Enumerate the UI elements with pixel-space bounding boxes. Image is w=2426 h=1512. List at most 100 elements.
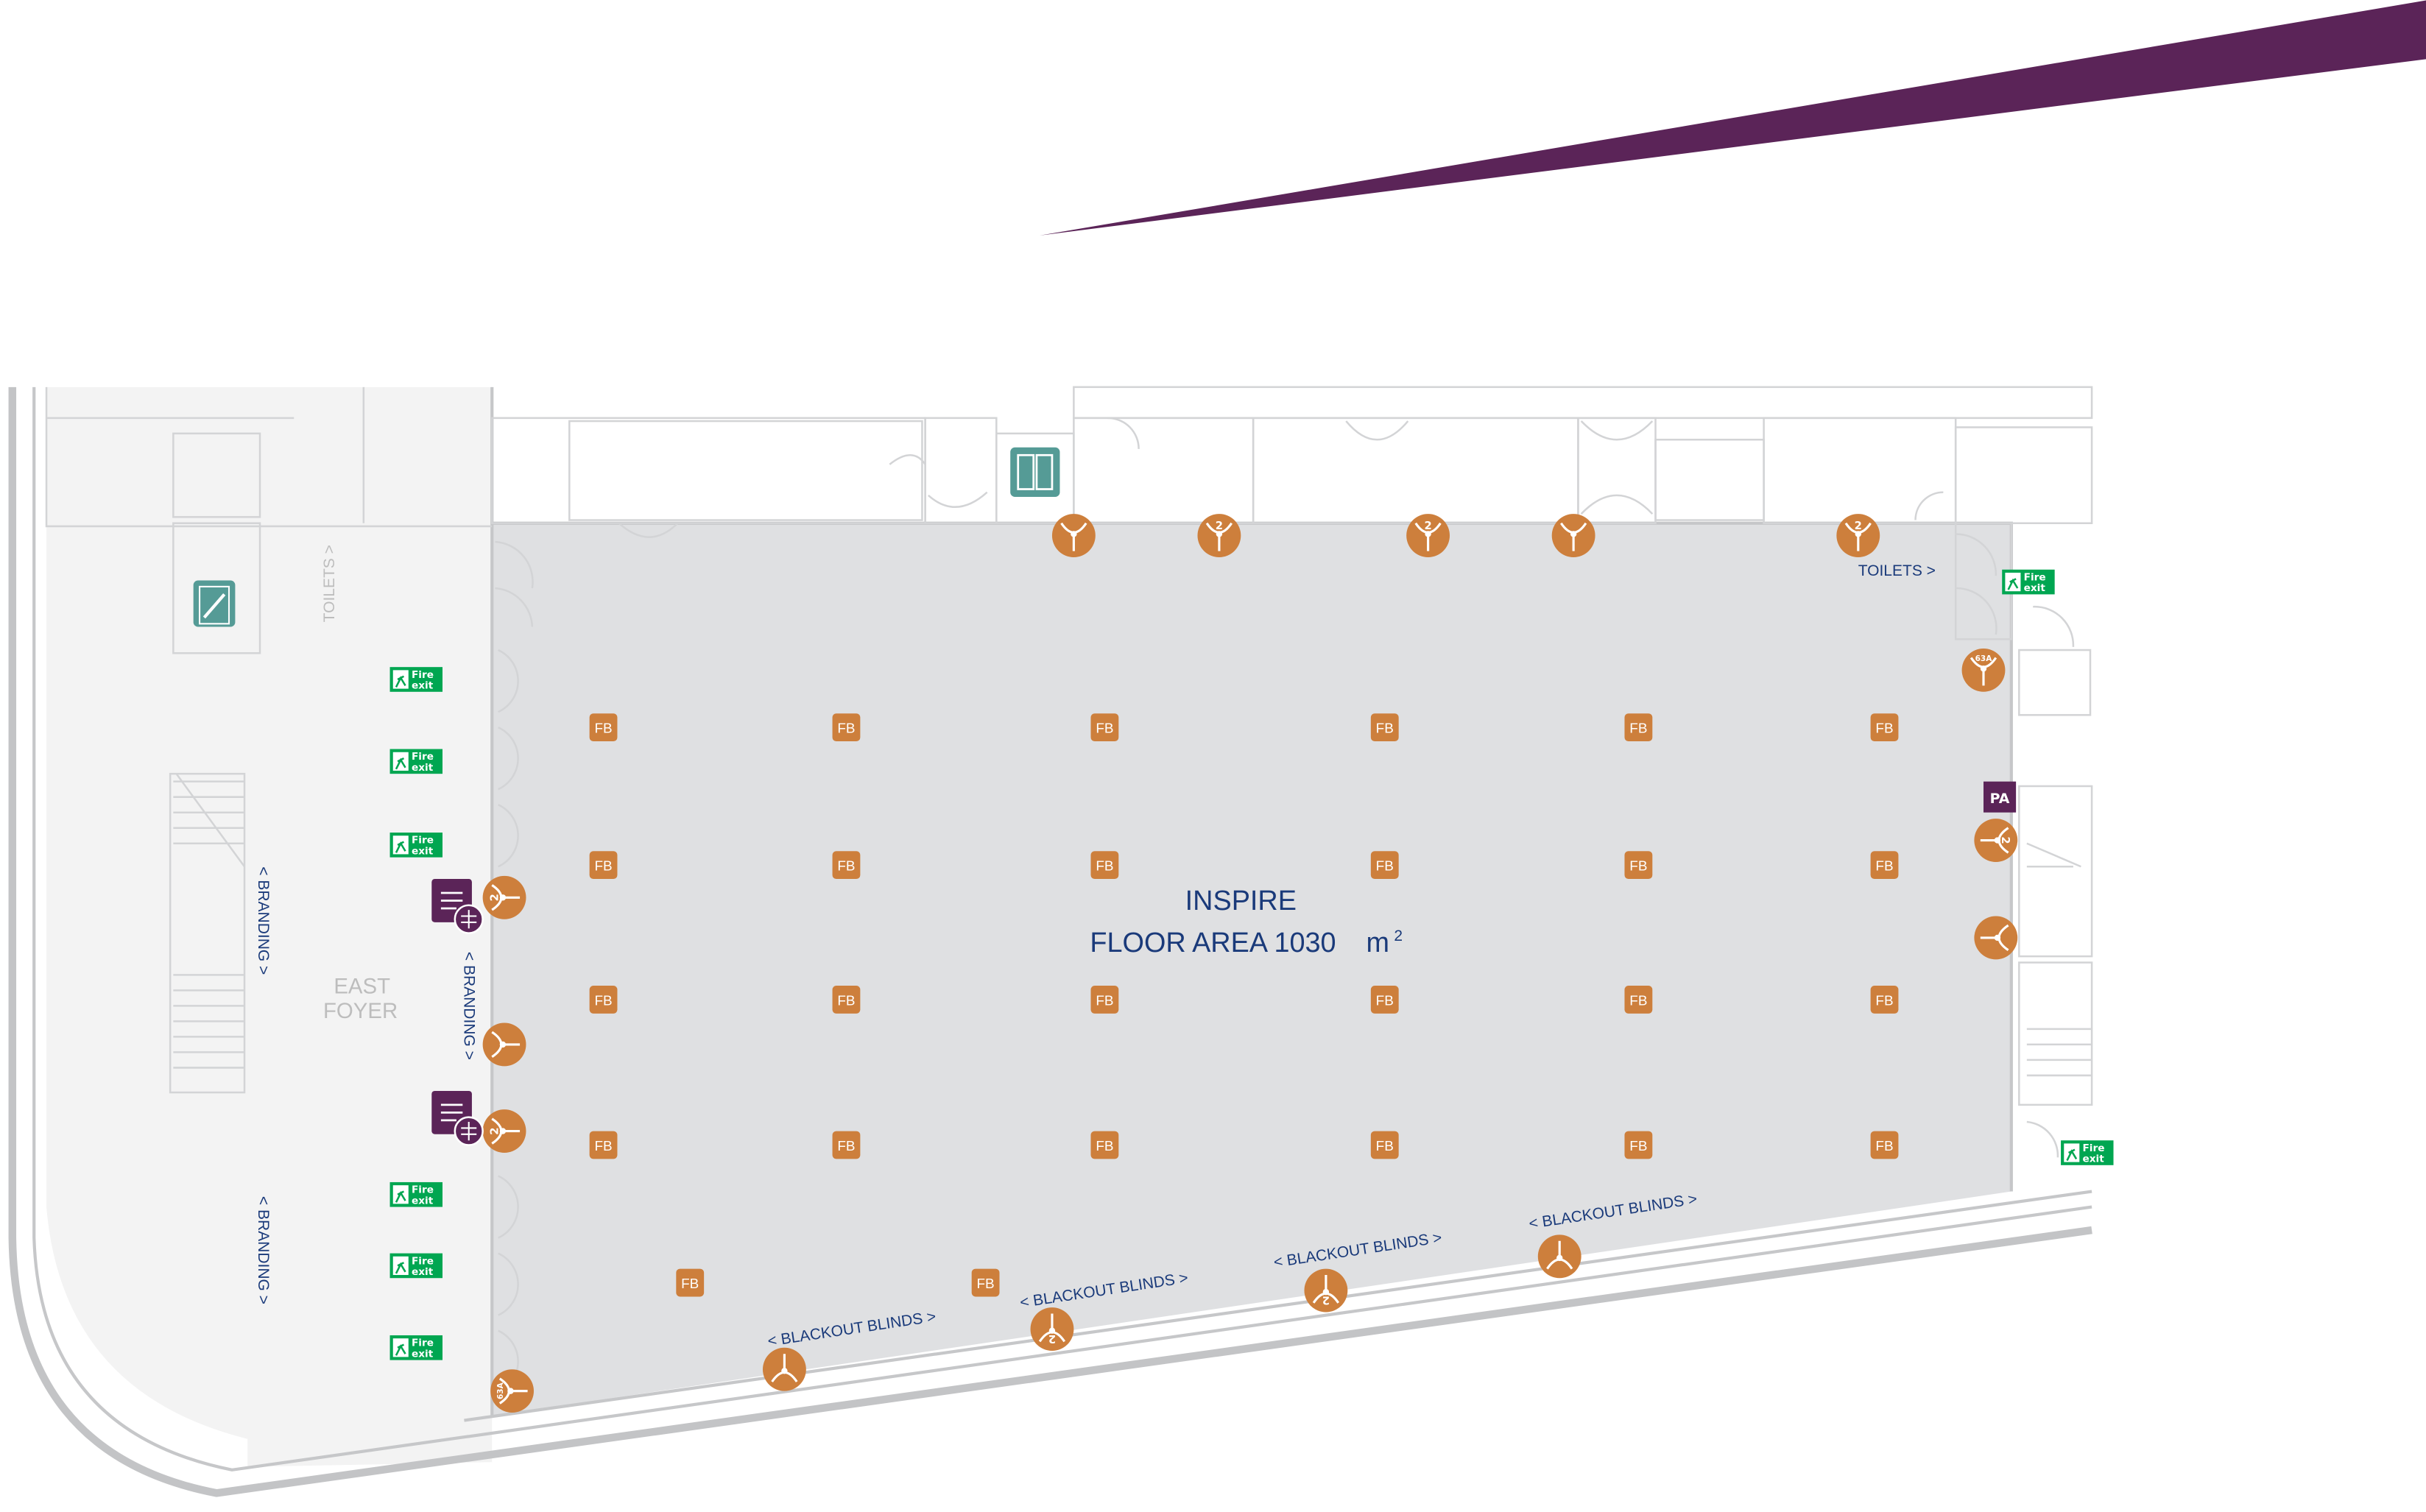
east-foyer-label-2: FOYER	[323, 999, 398, 1023]
floor-box-label: FB	[837, 721, 855, 736]
floor-box: FB	[1624, 1131, 1653, 1159]
outer-wall	[8, 386, 2092, 1497]
socket-label: 2	[489, 894, 501, 901]
header-swoosh	[1040, 0, 2426, 236]
floor-box-label: FB	[837, 993, 855, 1008]
socket-label: 63A	[1975, 654, 1993, 663]
floor-box-label: FB	[681, 1276, 699, 1292]
socket-label: 2	[1216, 520, 1223, 532]
floor-box-label: FB	[1376, 1139, 1394, 1154]
socket-label: 63A	[496, 1382, 505, 1399]
av-panel-icon	[431, 1090, 484, 1146]
fire-exit-text: exit	[412, 1195, 434, 1207]
branding-label: < BRANDING >	[255, 1196, 272, 1304]
floor-box: FB	[589, 986, 618, 1014]
floor-box-label: FB	[594, 859, 612, 875]
floor-box: FB	[1090, 713, 1119, 742]
floor-box-label: FB	[1376, 721, 1394, 736]
fire-exit-text: exit	[412, 762, 434, 774]
branding-label: < BRANDING >	[255, 866, 272, 975]
floor-box: FB	[1370, 986, 1399, 1014]
floor-box: FB	[1624, 851, 1653, 880]
floor-box: FB	[589, 713, 618, 742]
fire-exit-text: exit	[412, 845, 434, 857]
floor-box-label: FB	[1376, 859, 1394, 875]
socket-icon	[1551, 514, 1595, 557]
fire-exit-text: Fire	[412, 669, 434, 681]
room-name: INSPIRE	[1185, 886, 1297, 916]
socket-label: 2	[1322, 1293, 1330, 1306]
floor-box: FB	[1870, 851, 1899, 880]
socket-label: 2	[1424, 520, 1431, 532]
floor-box-label: FB	[1875, 1139, 1893, 1154]
double-socket-icon: 2	[1406, 514, 1450, 557]
floor-box-label: FB	[1096, 859, 1113, 875]
floor-box: FB	[1624, 986, 1653, 1014]
double-socket-icon: 2	[482, 875, 526, 919]
floor-box: FB	[1370, 713, 1399, 742]
floor-box: FB	[1624, 713, 1653, 742]
floor-box-label: FB	[1629, 993, 1647, 1008]
double-socket-icon: 2	[1030, 1307, 1074, 1351]
maintenance-wrench-icon	[193, 580, 236, 627]
socket-label: 2	[489, 1127, 501, 1134]
floor-box-label: FB	[837, 1139, 855, 1154]
floor-box-label: FB	[1875, 721, 1893, 736]
double-socket-icon: 2	[1974, 819, 2018, 862]
double-socket-icon: 2	[1304, 1268, 1348, 1313]
floor-box: FB	[1870, 1131, 1899, 1159]
floor-box-label: FB	[977, 1276, 995, 1292]
inner-wall	[32, 386, 2092, 1472]
floor-box-label: FB	[594, 993, 612, 1008]
fire-exit-text: exit	[412, 1348, 434, 1360]
double-socket-icon: 2	[482, 1109, 526, 1154]
fire-exit-text: Fire	[412, 1184, 434, 1196]
floor-box-label: FB	[1875, 859, 1893, 875]
floor-area-unit: m	[1367, 928, 1390, 958]
fire-exit-text: exit	[2024, 582, 2046, 594]
floor-box-label: FB	[1096, 721, 1113, 736]
socket-label: 2	[1855, 520, 1862, 532]
floor-box-label: FB	[1629, 1139, 1647, 1154]
floor-box: FB	[1370, 851, 1399, 880]
av-panel-icon	[431, 879, 484, 934]
toilets-sign: TOILETS >	[1858, 562, 1936, 579]
power-socket-63a-icon: 63A	[1961, 648, 2006, 692]
floor-box: FB	[589, 851, 618, 880]
floor-box: FB	[1870, 986, 1899, 1014]
floor-box-label: FB	[1376, 993, 1394, 1008]
east-foyer-area	[46, 386, 493, 1467]
socket-label: 2	[1999, 836, 2011, 844]
fire-exit-text: exit	[412, 1266, 434, 1278]
floor-box: FB	[1370, 1131, 1399, 1159]
floor-box: FB	[832, 1131, 861, 1159]
double-socket-icon: 2	[1197, 514, 1241, 557]
socket-icon	[1974, 916, 2018, 960]
floor-box: FB	[1090, 986, 1119, 1014]
socket-label: 2	[1048, 1332, 1056, 1345]
floor-box: FB	[832, 986, 861, 1014]
socket-icon	[762, 1347, 806, 1391]
fire-exit-text: Fire	[412, 1338, 434, 1349]
floor-box: FB	[1870, 713, 1899, 742]
socket-icon	[1537, 1234, 1582, 1279]
floor-box-label: FB	[837, 859, 855, 875]
floor-box: FB	[832, 851, 861, 880]
lift-icon	[1010, 447, 1060, 498]
floor-box-label: FB	[594, 1139, 612, 1154]
double-socket-icon: 2	[1836, 514, 1880, 557]
floor-box: FB	[1090, 851, 1119, 880]
floor-box-label: FB	[594, 721, 612, 736]
floor-box-label: FB	[1096, 993, 1113, 1008]
floor-box: FB	[1090, 1131, 1119, 1159]
fire-exit-text: Fire	[2024, 571, 2046, 583]
floor-box-label: FB	[1629, 721, 1647, 736]
toilets-sign-left: TOILETS >	[321, 545, 338, 622]
